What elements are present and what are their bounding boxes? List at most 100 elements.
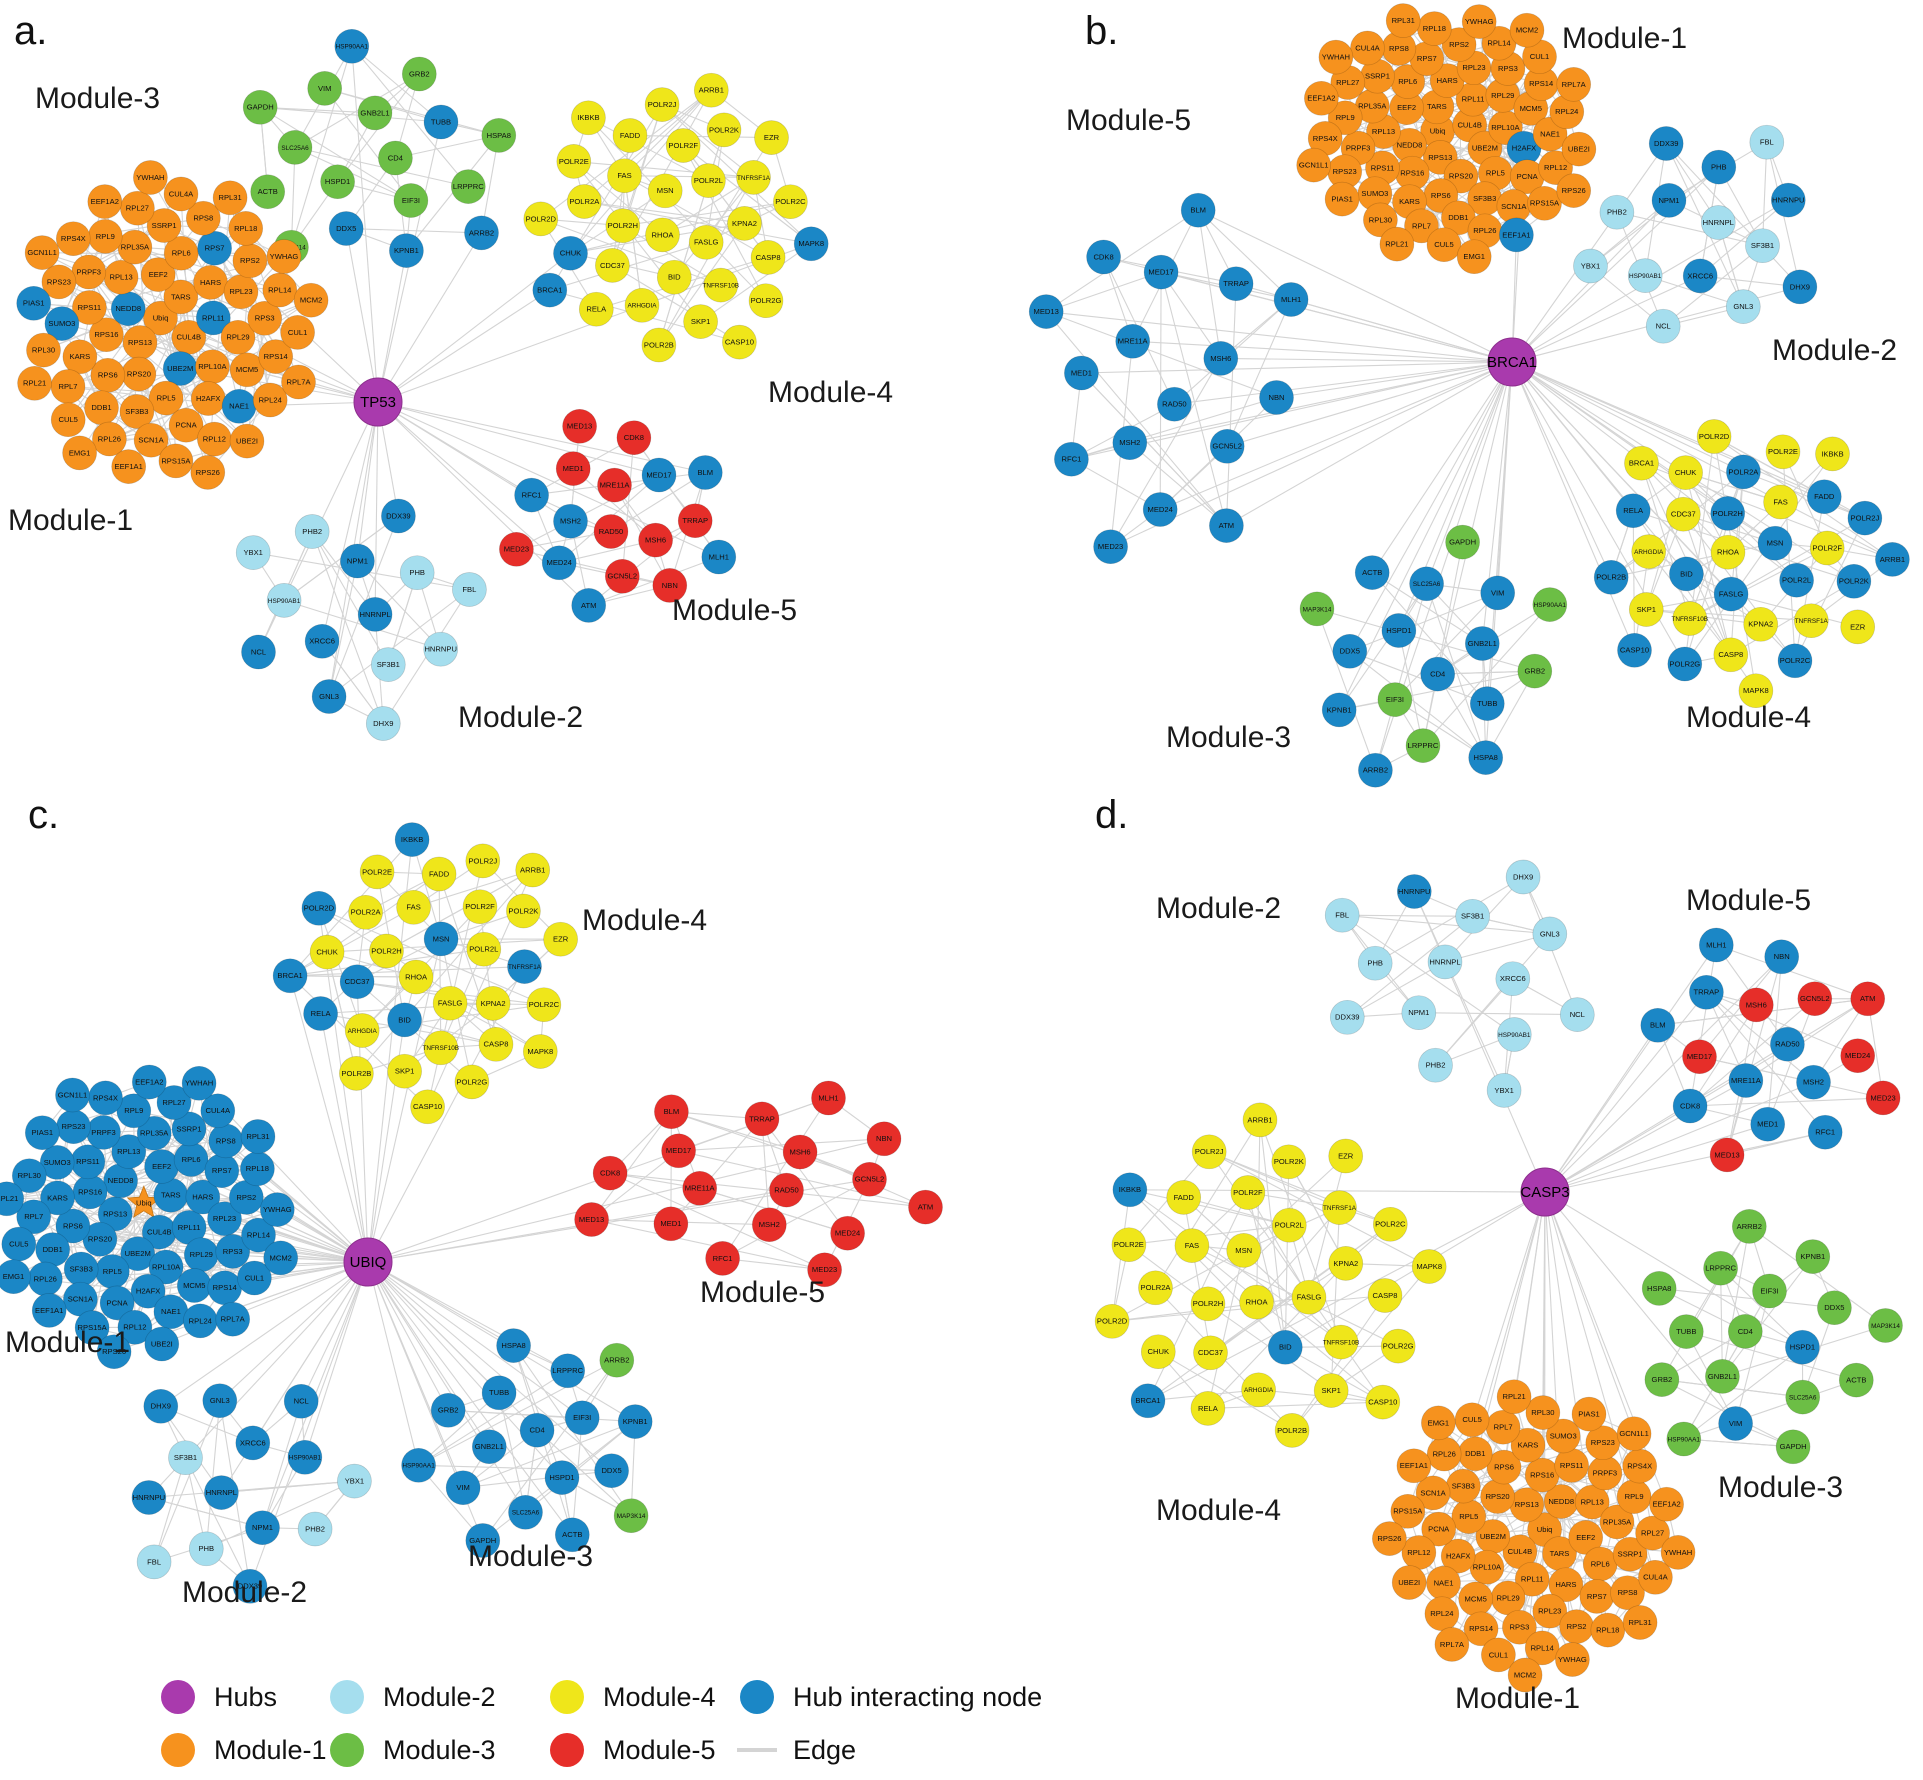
node-label: RFC1	[1815, 1128, 1835, 1137]
node-label: TARS	[171, 292, 191, 301]
node-label: RPL7A	[1440, 1640, 1465, 1649]
node-label: PCNA	[107, 1298, 129, 1307]
node-label: MED17	[1687, 1052, 1712, 1061]
node-label: RPL23	[229, 287, 252, 296]
node-label: MSH6	[645, 536, 666, 545]
node-label: HNRNPL	[359, 610, 390, 619]
legend-swatch-Module-3	[330, 1733, 364, 1767]
node-label: BRCA1	[277, 971, 302, 980]
node-label: PHB2	[1607, 208, 1627, 217]
node-label: RPS13	[103, 1209, 127, 1218]
module-label-a-Module-4: Module-4	[768, 376, 893, 409]
node-label: CUL4B	[1508, 1547, 1532, 1556]
node-label: SF3B3	[70, 1264, 93, 1273]
node-label: IKBKB	[401, 835, 423, 844]
node-label: RPS16	[78, 1187, 102, 1196]
node-label: POLR2E	[1768, 447, 1798, 456]
node-label: MED17	[646, 470, 671, 479]
node-label: CDC37	[1198, 1348, 1223, 1357]
node-label: FAS	[617, 171, 631, 180]
node-label: MED24	[835, 1229, 860, 1238]
node-label: DDX39	[1654, 139, 1678, 148]
module-label-a-Module-1: Module-1	[8, 504, 133, 537]
node-label: CHUK	[560, 249, 582, 258]
node-label: FAS	[1773, 497, 1787, 506]
node-label: HNRNPU	[1398, 887, 1431, 896]
node-label: CUL4B	[147, 1228, 171, 1237]
hub-label: UBIQ	[350, 1254, 387, 1271]
node-label: TRRAP	[1694, 988, 1720, 997]
node-label: RPS13	[128, 338, 152, 347]
node-label: CASP10	[725, 338, 754, 347]
node-label: SKP1	[1321, 1386, 1340, 1395]
node-label: ARHGDIA	[1244, 1387, 1274, 1394]
node-label: CASP10	[413, 1102, 442, 1111]
node-label: TRRAP	[1223, 279, 1249, 288]
node-label: EEF1A2	[135, 1077, 163, 1086]
node-label: YWHAG	[263, 1205, 292, 1214]
node-label: SCN1A	[68, 1295, 94, 1304]
node-label: GRB2	[1524, 667, 1545, 676]
node-label: EMG1	[3, 1272, 25, 1281]
node-label: RPL5	[103, 1267, 122, 1276]
node-label: RPS26	[1562, 186, 1586, 195]
node-label: Ubiq	[1430, 127, 1446, 136]
node-label: MSH2	[759, 1220, 780, 1229]
node-label: NPM1	[1408, 1008, 1429, 1017]
node-label: KPNB1	[623, 1417, 648, 1426]
node-label: POLR2C	[529, 1000, 560, 1009]
node-label: ARRB1	[520, 865, 545, 874]
node-label: RPL9	[1336, 113, 1355, 122]
node-label: GAPDH	[247, 103, 274, 112]
node-label: MRE11A	[1118, 337, 1149, 346]
node-label: POLR2J	[648, 100, 677, 109]
node-label: CUL1	[1530, 52, 1549, 61]
node-label: YBX1	[1581, 261, 1600, 270]
node-label: PIAS1	[1331, 195, 1353, 204]
module-label-c-Module-1: Module-1	[5, 1326, 130, 1359]
node-label: CASP10	[1620, 646, 1649, 655]
node-label: RPL9	[1625, 1492, 1644, 1501]
node-label: RAD50	[1162, 400, 1186, 409]
node-label: FBL	[1760, 138, 1774, 147]
node-label: POLR2B	[1277, 1426, 1307, 1435]
node-label: UBE2M	[1472, 143, 1498, 152]
node-label: PIAS1	[1578, 1410, 1600, 1419]
hub-edge	[368, 1262, 489, 1447]
node-label: SF3B1	[377, 660, 400, 669]
node-label: MCM5	[1465, 1594, 1487, 1603]
node-label: FADD	[620, 131, 641, 140]
module-label-c-Module-5: Module-5	[700, 1276, 825, 1309]
node-label: RPS16	[1400, 169, 1424, 178]
node-label: RPL35A	[1603, 1517, 1632, 1526]
node-label: TARS	[1427, 102, 1447, 111]
node-label: RPL27	[126, 204, 149, 213]
node-label: Ubiq	[153, 314, 169, 323]
node-label: RPL18	[1423, 24, 1446, 33]
node-label: MAPK8	[1743, 686, 1769, 695]
node-label: RPS2	[1449, 40, 1469, 49]
module-label-c-Module-3: Module-3	[468, 1540, 593, 1573]
node-label: POLR2C	[1375, 1220, 1406, 1229]
node-label: BLM	[1650, 1021, 1666, 1030]
node-label: RPS4X	[1627, 1462, 1652, 1471]
node-label: DDX39	[386, 511, 410, 520]
node-label: HNRNPL	[1703, 218, 1734, 227]
node-label: MCM2	[1514, 1670, 1536, 1679]
module-label-a-Module-2: Module-2	[458, 701, 583, 734]
node-label: BID	[1279, 1343, 1292, 1352]
node-label: EEF2	[152, 1162, 171, 1171]
module-label-d-Module-5: Module-5	[1686, 884, 1811, 917]
node-label: EEF1A1	[115, 462, 143, 471]
node-label: EZR	[1338, 1151, 1354, 1160]
node-label: LRPPRC	[1408, 741, 1439, 750]
module-label-d-Module-2: Module-2	[1156, 892, 1281, 925]
node-label: MED23	[1870, 1093, 1895, 1102]
module-label-b-Module-4: Module-4	[1686, 701, 1811, 734]
node-label: XRCC6	[1500, 974, 1526, 983]
node-label: HSPA8	[501, 1341, 525, 1350]
node-label: MCM2	[270, 1253, 292, 1262]
node-label: GCN1L1	[1299, 161, 1329, 170]
node-label: RPS11	[1371, 163, 1395, 172]
